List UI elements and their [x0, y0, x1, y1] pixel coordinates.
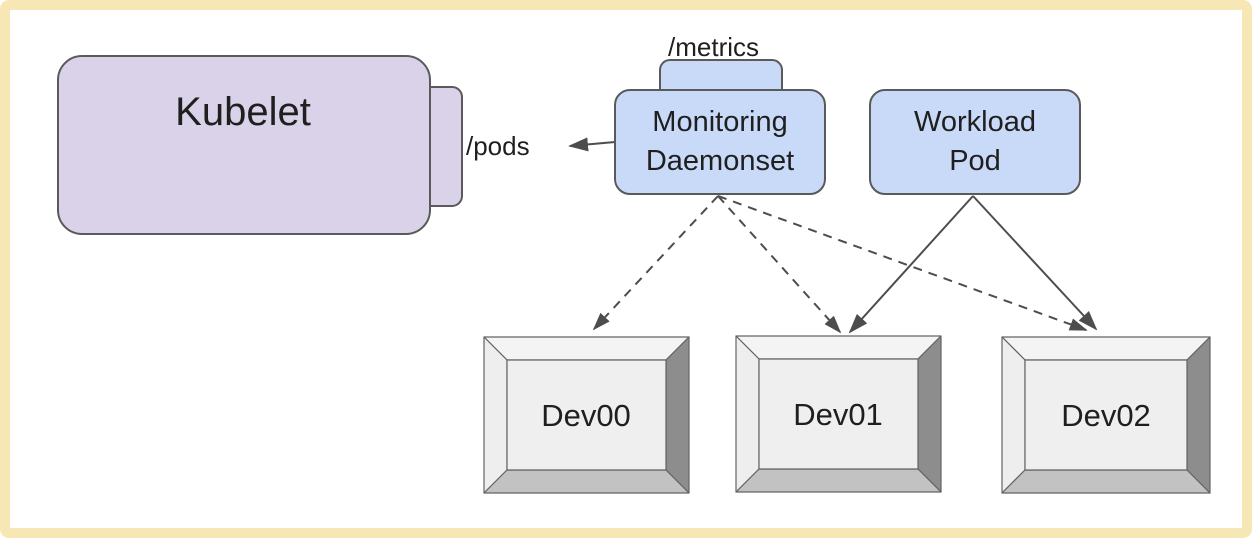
device-bevel-bottom: [735, 468, 942, 493]
device-bevel-left: [483, 336, 508, 494]
workload-pod-label-line2: Pod: [949, 145, 1001, 177]
pods-endpoint-label: /pods: [466, 131, 530, 161]
device-bevel-right: [1186, 336, 1211, 494]
monitoring-daemonset-body: [614, 89, 826, 195]
edge-daemonset-to-pods: [568, 137, 616, 152]
device-bevel-top: [735, 335, 942, 360]
device-node-dev00: Dev00: [483, 336, 690, 494]
monitoring-daemonset-label-line2: Daemonset: [646, 145, 794, 177]
device-face: [506, 359, 667, 471]
device-node-dev01: Dev01: [735, 335, 942, 493]
device-bevel-top: [1001, 336, 1211, 361]
kubelet-node: Kubelet: [57, 55, 463, 235]
monitoring-daemonset-label-line1: Monitoring: [652, 106, 787, 138]
device-bevel-left: [1001, 336, 1026, 494]
device-label-dev02: Dev02: [1061, 398, 1151, 433]
edge-daemonset-to-dev01: [717, 195, 842, 334]
device-bevel-top: [483, 336, 690, 361]
workload-pod-node: Workload Pod: [869, 89, 1081, 195]
device-bevel-bottom: [483, 469, 690, 494]
device-face: [758, 358, 919, 470]
device-bevel-right: [665, 336, 690, 494]
device-bevel-left: [735, 335, 760, 493]
workload-pod-label-line1: Workload: [914, 106, 1036, 138]
kubelet-label: Kubelet: [175, 90, 311, 134]
device-label-dev01: Dev01: [793, 397, 883, 432]
edge-daemonset-to-dev00: [592, 195, 719, 331]
workload-pod-body: [869, 89, 1081, 195]
edge-workload-to-dev02: [972, 195, 1098, 331]
metrics-endpoint-label: /metrics: [668, 32, 759, 62]
device-node-dev02: Dev02: [1001, 336, 1211, 494]
monitoring-daemonset-node: Monitoring Daemonset: [614, 59, 826, 195]
device-bevel-bottom: [1001, 469, 1211, 494]
kubelet-body: [57, 55, 431, 235]
device-bevel-right: [917, 335, 942, 493]
device-face: [1024, 359, 1188, 471]
device-label-dev00: Dev00: [541, 398, 631, 433]
edge-workload-to-dev01: [848, 195, 974, 334]
edge-daemonset-to-dev02: [717, 195, 1088, 331]
